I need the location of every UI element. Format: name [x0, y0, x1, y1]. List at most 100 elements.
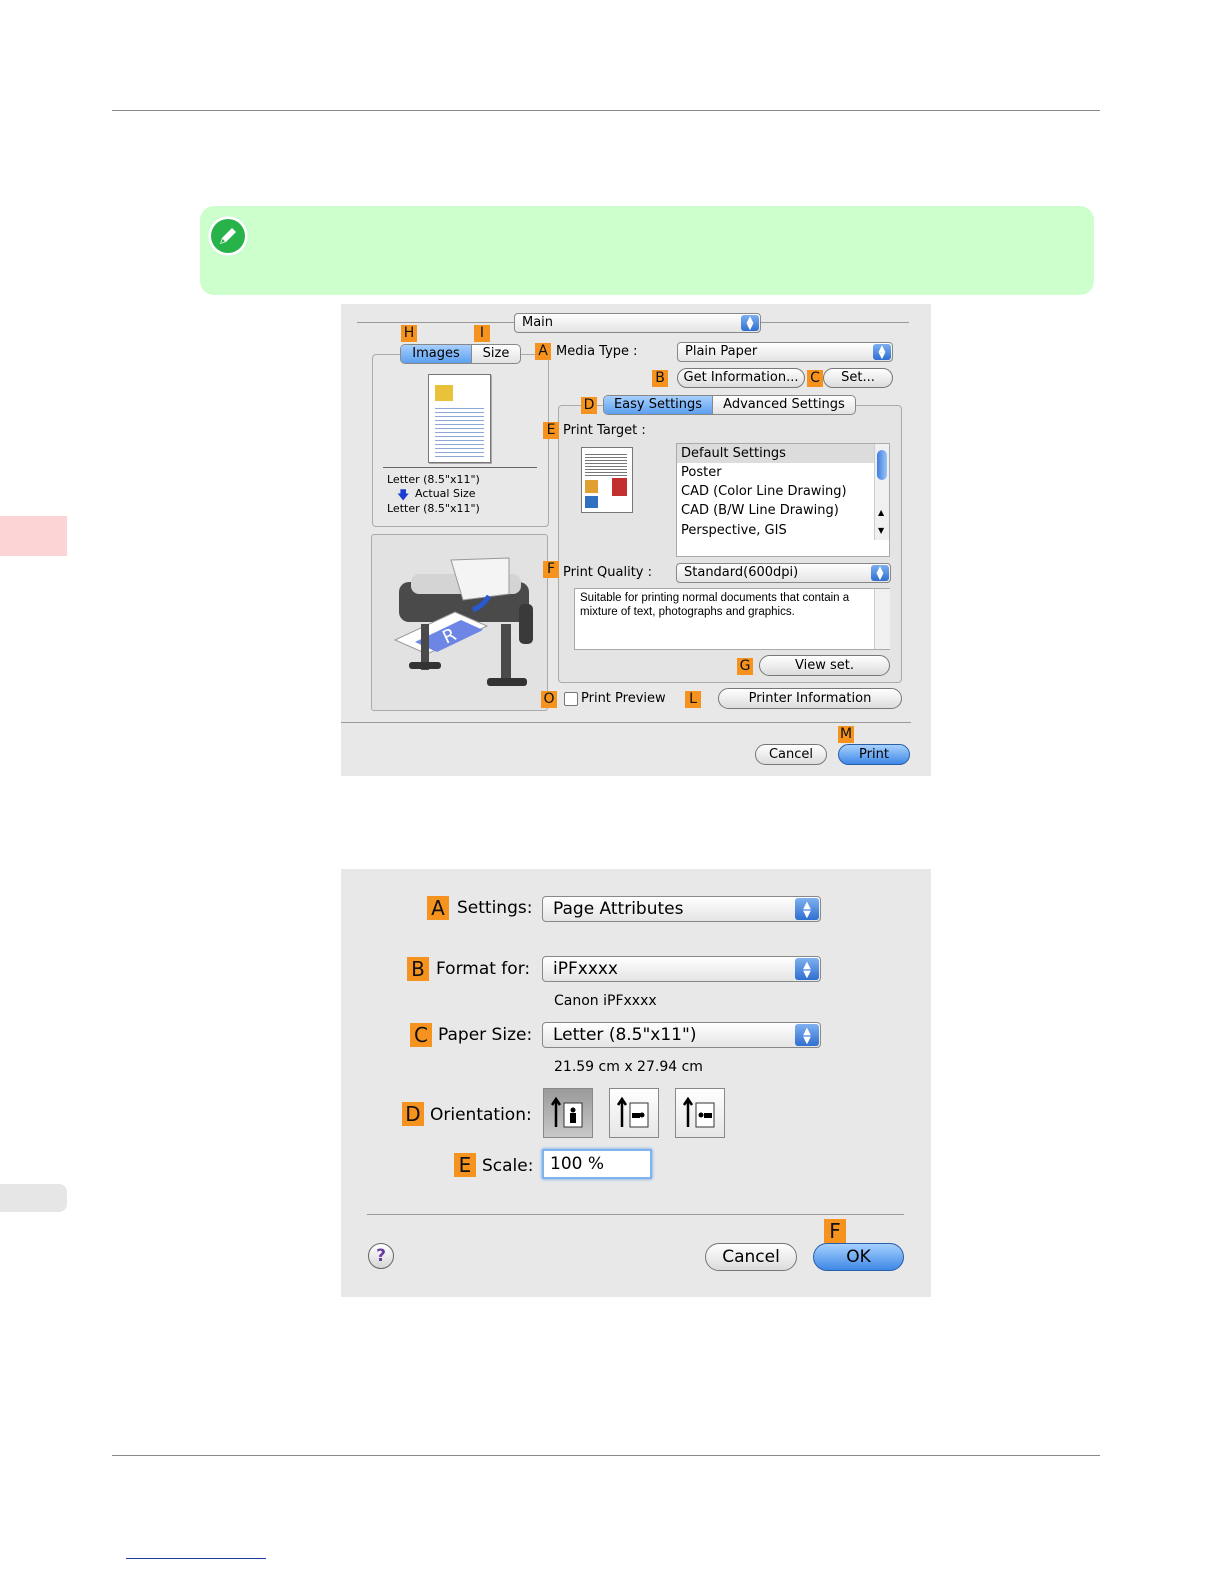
preview-mode: Actual Size: [415, 487, 476, 500]
panel-menu-popup[interactable]: Main ▲▼: [514, 313, 761, 333]
set-button[interactable]: Set...: [823, 368, 893, 388]
reverse-landscape-icon: [682, 1096, 715, 1128]
scroll-thumb[interactable]: [877, 450, 887, 480]
description-scrollbar[interactable]: [874, 589, 890, 649]
cancel-button[interactable]: Cancel: [755, 744, 827, 765]
list-item[interactable]: CAD (B/W Line Drawing): [681, 503, 839, 518]
callout-c: C: [807, 370, 823, 387]
get-information-button[interactable]: Get Information...: [677, 368, 805, 388]
ok-button[interactable]: OK: [813, 1243, 904, 1271]
callout-e: E: [454, 1153, 476, 1177]
orientation-portrait-button[interactable]: [543, 1088, 593, 1138]
paper-size-value: Letter (8.5"x11"): [553, 1025, 697, 1045]
tab-size[interactable]: Size: [482, 346, 510, 361]
format-for-popup[interactable]: iPFxxxx ▲▼: [542, 956, 821, 982]
orientation-label: Orientation:: [430, 1105, 532, 1125]
print-button[interactable]: Print: [838, 744, 910, 765]
landscape-icon: [616, 1096, 649, 1128]
bottom-rule: [112, 1455, 1100, 1456]
callout-d: D: [581, 397, 597, 414]
preview-source-size: Letter (8.5"x11"): [387, 473, 480, 486]
printer-information-button[interactable]: Printer Information: [718, 688, 902, 709]
popup-arrows-icon: ▲▼: [871, 565, 889, 582]
list-scrollbar[interactable]: ▲ ▼: [874, 444, 889, 540]
thumb-photo-1: [585, 480, 598, 493]
print-target-label: Print Target :: [563, 423, 646, 438]
callout-f: F: [824, 1219, 846, 1243]
print-target-list[interactable]: Default Settings Poster CAD (Color Line …: [676, 443, 890, 557]
orientation-landscape-button[interactable]: [609, 1088, 659, 1138]
view-set-button[interactable]: View set.: [759, 655, 890, 676]
popup-arrows-icon: ▲▼: [795, 898, 819, 920]
list-item[interactable]: Perspective, GIS: [681, 523, 787, 538]
footer-divider: [341, 722, 911, 723]
callout-h: H: [401, 325, 417, 342]
tab-easy-settings[interactable]: Easy Settings: [604, 396, 713, 414]
print-quality-popup[interactable]: Standard(600dpi) ▲▼: [676, 563, 891, 583]
preview-divider: [383, 467, 537, 468]
callout-b: B: [407, 957, 429, 981]
popup-arrows-icon: ▲▼: [795, 958, 819, 980]
list-item[interactable]: Poster: [681, 465, 722, 480]
settings-mode-tabs[interactable]: Easy Settings Advanced Settings: [603, 395, 856, 415]
orientation-reverse-landscape-button[interactable]: [675, 1088, 725, 1138]
callout-a: A: [535, 343, 551, 360]
callout-g: G: [737, 658, 753, 675]
section-tab: [0, 1184, 67, 1212]
footer-divider: [367, 1214, 904, 1215]
chapter-tab: [0, 516, 67, 556]
note-box: [200, 206, 1094, 295]
tab-images[interactable]: Images: [401, 345, 472, 363]
print-preview-checkbox[interactable]: [564, 692, 578, 706]
settings-label: Settings:: [457, 898, 533, 918]
print-quality-label: Print Quality :: [563, 565, 653, 580]
settings-popup[interactable]: Page Attributes ▲▼: [542, 896, 821, 922]
preview-image-block: [435, 385, 453, 401]
media-type-label: Media Type :: [556, 344, 638, 359]
callout-c: C: [410, 1023, 432, 1047]
help-icon[interactable]: ?: [368, 1243, 394, 1269]
callout-b: B: [652, 370, 668, 387]
format-for-value: iPFxxxx: [553, 959, 618, 979]
callout-e: E: [543, 422, 559, 439]
tab-advanced-settings[interactable]: Advanced Settings: [723, 397, 845, 412]
paper-size-label: Paper Size:: [438, 1025, 533, 1045]
media-type-popup[interactable]: Plain Paper ▲▼: [677, 342, 893, 362]
callout-l: L: [685, 691, 701, 708]
quality-description-box: Suitable for printing normal documents t…: [574, 588, 890, 650]
pencil-note-icon: [208, 216, 248, 256]
quality-description-text: Suitable for printing normal documents t…: [580, 592, 850, 618]
format-for-printer-name: Canon iPFxxxx: [554, 993, 657, 1009]
popup-arrows-icon: ▲▼: [741, 315, 759, 332]
settings-value: Page Attributes: [553, 899, 684, 919]
format-for-label: Format for:: [436, 959, 531, 979]
thumb-text-block: [585, 452, 627, 476]
scale-input[interactable]: 100 %: [542, 1149, 652, 1179]
top-rule: [112, 110, 1100, 111]
callout-o: O: [541, 691, 557, 708]
preview-text-lines: [435, 405, 484, 457]
callout-i: I: [474, 325, 490, 342]
printer-illustration: R: [393, 557, 533, 686]
thumb-photo-3: [585, 496, 598, 508]
scale-label: Scale:: [482, 1156, 534, 1176]
callout-m: M: [838, 726, 854, 743]
list-item[interactable]: Default Settings: [677, 444, 878, 463]
images-size-tabs[interactable]: Images Size: [400, 344, 521, 364]
panel-menu-value: Main: [522, 315, 554, 330]
list-item[interactable]: CAD (Color Line Drawing): [681, 484, 847, 499]
callout-f: F: [543, 561, 559, 578]
popup-arrows-icon: ▲▼: [795, 1024, 819, 1046]
portrait-icon: [550, 1096, 583, 1128]
paper-size-dimensions: 21.59 cm x 27.94 cm: [554, 1059, 703, 1075]
paper-size-popup[interactable]: Letter (8.5"x11") ▲▼: [542, 1022, 821, 1048]
page-setup-dialog: A Settings: Page Attributes ▲▼ B Format …: [341, 869, 931, 1297]
scroll-down-arrow-icon[interactable]: ▼: [878, 526, 885, 535]
scroll-up-arrow-icon[interactable]: ▲: [878, 508, 885, 517]
callout-a: A: [427, 896, 449, 920]
cancel-button[interactable]: Cancel: [705, 1243, 797, 1271]
popup-arrows-icon: ▲▼: [873, 344, 891, 361]
preview-output-size: Letter (8.5"x11"): [387, 502, 480, 515]
footer-link-underline: [126, 1558, 266, 1559]
